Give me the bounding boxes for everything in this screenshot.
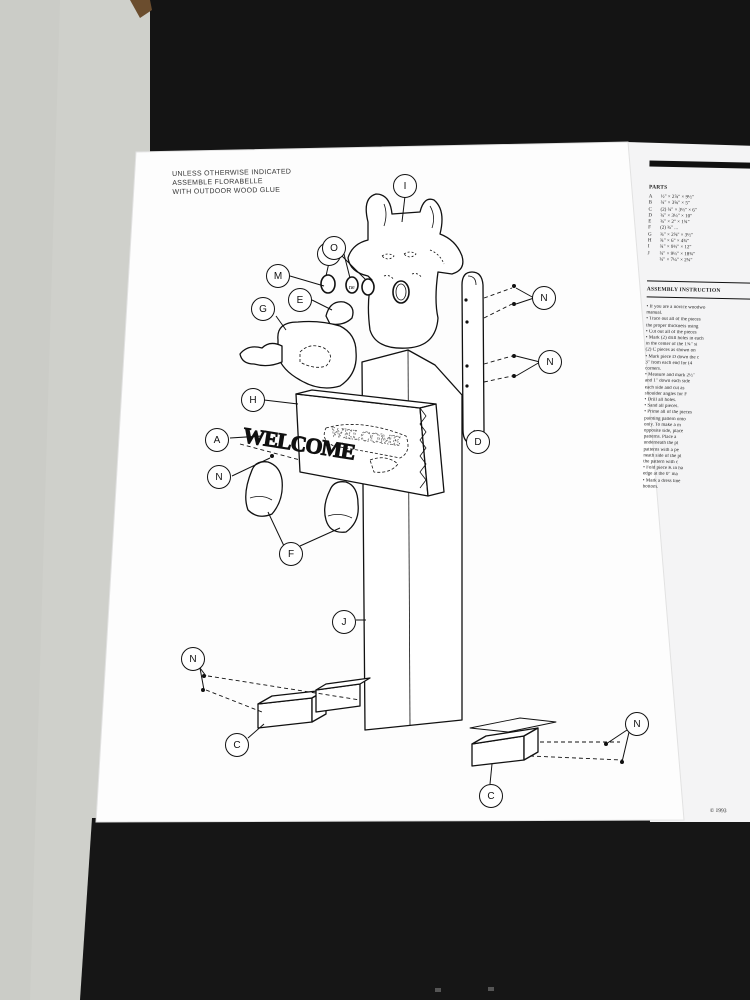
base-foot-c-right bbox=[469, 717, 557, 767]
rule-top bbox=[647, 280, 750, 284]
callout-o: O bbox=[322, 236, 346, 260]
instruction-line: bottom. bbox=[642, 484, 659, 490]
callout-c-1: C bbox=[225, 733, 249, 757]
sign-board-h bbox=[295, 389, 445, 497]
assembly-diagram: ne bbox=[199, 193, 631, 785]
black-mat-top bbox=[150, 0, 750, 152]
body-piece-g bbox=[239, 320, 357, 389]
callout-n-3: N bbox=[207, 465, 231, 489]
hoof-f-right bbox=[324, 481, 359, 533]
ring-o-1 bbox=[345, 276, 359, 294]
assembly-note: UNLESS OTHERWISE INDICATED ASSEMBLE FLOR… bbox=[172, 168, 292, 197]
callout-c-2: C bbox=[479, 784, 503, 808]
callout-d: D bbox=[466, 430, 490, 454]
callout-j: J bbox=[332, 610, 356, 634]
cow-head-i bbox=[347, 193, 464, 349]
ring-l bbox=[320, 274, 336, 294]
callout-h: H bbox=[241, 388, 265, 412]
callout-f: F bbox=[279, 542, 303, 566]
callout-i: I bbox=[393, 174, 417, 198]
screws-side bbox=[270, 284, 516, 458]
callout-a: A bbox=[205, 428, 229, 452]
object-corner bbox=[130, 0, 152, 18]
parts-heading: PARTS bbox=[648, 184, 668, 191]
header-bar bbox=[649, 160, 750, 169]
black-mat-bottom bbox=[80, 812, 750, 1000]
callout-e: E bbox=[288, 288, 312, 312]
instructions-list: • If you are a novice woodwo manual. • T… bbox=[643, 304, 750, 492]
callout-m: M bbox=[266, 264, 290, 288]
callout-g: G bbox=[251, 297, 275, 321]
callout-n-4: N bbox=[181, 647, 205, 671]
rule-bottom bbox=[646, 296, 750, 300]
instructions-heading: ASSEMBLY INSTRUCTION bbox=[646, 286, 721, 294]
callout-n-2: N bbox=[538, 350, 562, 374]
copyright: © 1993 bbox=[709, 807, 727, 815]
parts-row: ¾" × 7¼" × 2¾" bbox=[659, 257, 693, 264]
piece-e bbox=[325, 301, 354, 326]
hoof-f-left bbox=[245, 461, 283, 517]
callout-n-5: N bbox=[625, 712, 649, 736]
side-piece-d bbox=[461, 271, 485, 445]
base-foot-c-left bbox=[257, 677, 371, 729]
callout-n-1: N bbox=[532, 286, 556, 310]
ring-o-2 bbox=[361, 278, 375, 296]
svg-text:ne: ne bbox=[349, 285, 355, 291]
